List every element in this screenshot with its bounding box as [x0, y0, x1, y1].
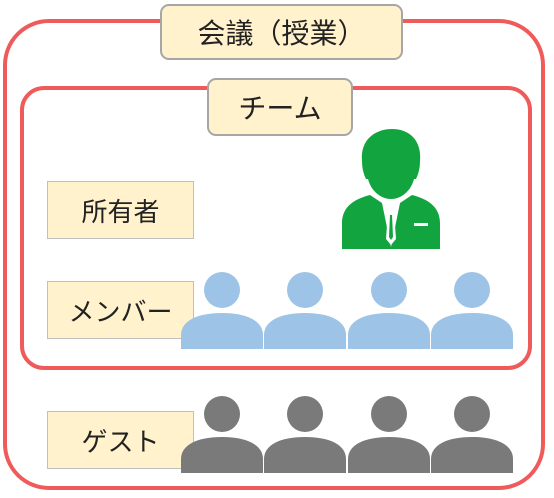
team-label: チーム — [207, 78, 353, 136]
business-person-icon — [342, 129, 440, 249]
member-label: メンバー — [47, 281, 194, 339]
guest-label: ゲスト — [47, 411, 194, 469]
guest-person-icon — [431, 396, 513, 473]
guest-person-icon — [348, 396, 430, 473]
guest-person-icon — [181, 396, 263, 473]
guest-person-icon — [264, 396, 346, 473]
owner-label: 所有者 — [47, 181, 194, 239]
member-person-icon — [181, 272, 263, 349]
member-person-icon — [431, 272, 513, 349]
meeting-label: 会議（授業） — [160, 4, 403, 60]
member-person-icon — [348, 272, 430, 349]
member-person-icon — [264, 272, 346, 349]
